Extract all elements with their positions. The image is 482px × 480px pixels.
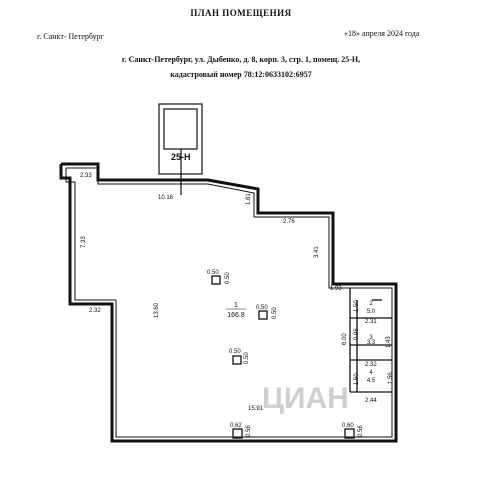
document-date: «18» апреля 2024 года — [344, 29, 420, 38]
dimension-label: 2.32 — [89, 308, 101, 314]
bathroom-partitions — [349, 288, 392, 393]
watermark-text: ЦИАН — [262, 382, 349, 415]
dimension-label: 2.33 — [80, 173, 92, 179]
dimension-label: 7.33 — [81, 236, 87, 248]
dimension-label: 2.44 — [365, 398, 377, 404]
dimension-label: 2.31 — [365, 319, 377, 325]
column-width-label: 0.62 — [230, 423, 242, 429]
column-width-label: 0.50 — [207, 270, 219, 276]
column-height-label: 0.56 — [358, 425, 364, 437]
column-height-label: 0.50 — [225, 272, 231, 284]
room-3: 3 3.3 — [367, 335, 376, 346]
dimension-label: 0.95 — [354, 328, 360, 340]
column — [258, 310, 268, 320]
room-4: 4 4.5 — [367, 370, 376, 384]
column-width-label: 0.50 — [256, 305, 268, 311]
room-number: 4 — [369, 370, 373, 376]
columns — [211, 275, 355, 439]
dimension-labels: 2.33 10.16 1.81 2.76 3.41 7.33 2.32 13.6… — [80, 173, 394, 412]
dimension-label: 1.50 — [354, 300, 360, 312]
dimension-label: 2.32 — [365, 362, 377, 368]
column — [344, 428, 355, 439]
dimension-label: 1.43 — [386, 336, 392, 348]
column-width-label: 0.60 — [342, 423, 354, 429]
column — [211, 275, 221, 285]
inner-wall-lines — [65, 167, 393, 438]
dimension-label: 1.60 — [354, 373, 360, 385]
column-height-label: 0.50 — [244, 352, 250, 364]
property-address: г. Санкт-Петербург, ул. Дыбенко, д. 8, к… — [121, 55, 361, 64]
city-label: г. Санкт- Петербург — [37, 32, 104, 41]
bathroom-small-marks: 1.50 0.95 1.60 — [354, 300, 360, 385]
room-1: 1 166.8 — [226, 302, 246, 319]
dimension-label: 1.93 — [330, 286, 342, 292]
column — [232, 355, 242, 365]
room-area: 5.0 — [367, 309, 376, 315]
document-title: ПЛАН ПОМЕЩЕНИЯ — [190, 8, 292, 18]
room-number: 2 — [369, 301, 373, 307]
room-area: 3.3 — [367, 340, 376, 346]
column-height-label: 0.56 — [246, 425, 252, 437]
column — [232, 428, 243, 439]
dimension-label: 1.56 — [388, 372, 394, 384]
column-height-label: 0.50 — [272, 307, 278, 319]
dimension-label: 15.91 — [248, 406, 264, 412]
dimension-label: 3.41 — [314, 246, 320, 258]
cadastral-number: кадастровый номер 78:12:0633102:6957 — [170, 70, 312, 79]
room-number: 3 — [369, 335, 373, 341]
dimension-label: 1.81 — [246, 193, 252, 205]
room-number: 1 — [234, 302, 238, 309]
dimension-label: 10.16 — [158, 195, 174, 201]
column-width-label: 0.50 — [229, 349, 241, 355]
room-area: 4.5 — [367, 378, 376, 384]
room-area: 166.8 — [227, 312, 245, 319]
entrance-vestibule — [158, 103, 203, 195]
dimension-label: 6.00 — [342, 333, 348, 345]
dimension-label: 2.76 — [283, 219, 295, 225]
column-labels: 0.50 0.50 0.50 0.50 0.50 0.50 0.62 0.56 … — [207, 270, 364, 437]
unit-label: 25-Н — [171, 152, 191, 162]
dimension-label: 13.60 — [154, 302, 160, 318]
window-marks — [68, 178, 380, 443]
room-2: 2 5.0 — [367, 301, 376, 315]
